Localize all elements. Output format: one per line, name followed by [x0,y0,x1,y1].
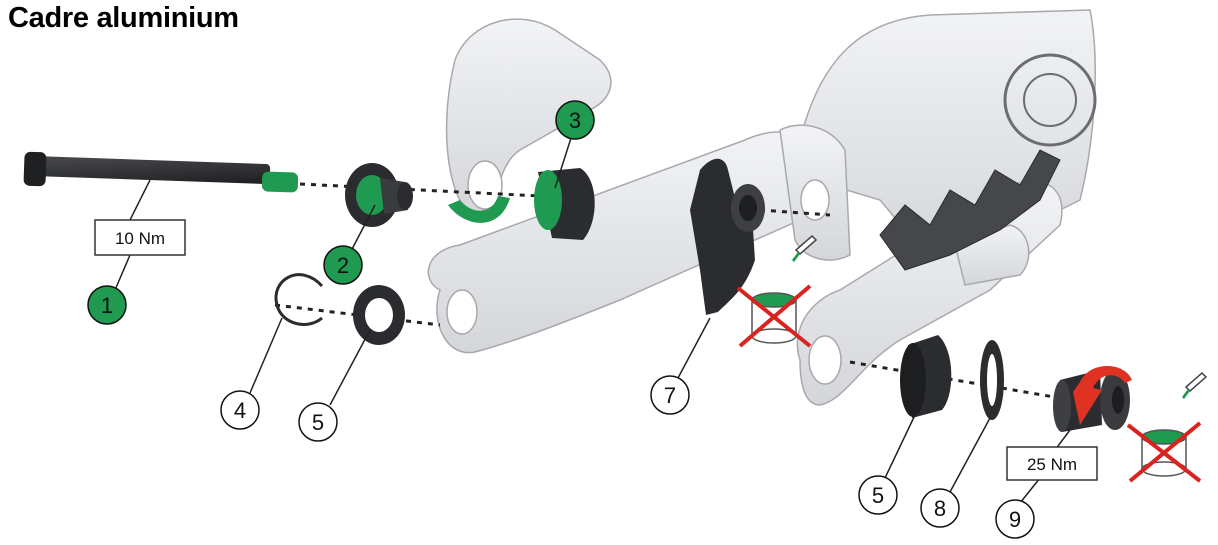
part-ring-left [353,285,405,345]
svg-text:3: 3 [569,108,581,133]
torque-label-10nm: 10 Nm [94,219,186,256]
grease-mark-eyelet [448,196,510,223]
callout-1: 1 [87,285,127,325]
callout-5-right: 5 [858,475,898,515]
torque-arrow-icon [1073,366,1132,425]
svg-text:5: 5 [312,410,324,435]
callout-5: 5 [298,402,338,442]
part-axle-bolt [23,151,299,193]
frame-eyelet-arm [446,289,478,335]
frame-eyelet-link [800,179,830,221]
part-circlip [274,273,324,326]
axis-line-top [299,182,541,198]
page-title: Cadre aluminium [8,2,239,34]
chainstay-protector [879,149,1061,271]
callout-2: 2 [323,245,363,285]
callout-8: 8 [920,488,960,528]
svg-text:1: 1 [101,293,113,318]
part-derailleur-hanger [690,158,765,315]
svg-text:9: 9 [1009,507,1021,532]
svg-text:2: 2 [337,253,349,278]
torque-value-text: 25 Nm [1027,455,1077,474]
callout-9: 9 [995,499,1035,539]
part-top-hat-spacer [534,168,595,240]
callout-7: 7 [650,375,690,415]
part-ring-right [900,335,952,418]
svg-text:8: 8 [934,496,946,521]
callout-4: 4 [220,390,260,430]
chainring [1003,53,1097,147]
leader-lines [114,134,1071,504]
part-bushing [345,163,413,227]
axis-line-lower [849,360,1061,400]
svg-text:5: 5 [872,483,884,508]
svg-text:4: 4 [234,398,246,423]
frame-eyelet-rear [808,335,842,385]
torque-value-text: 10 Nm [115,229,165,248]
callout-3: 3 [555,100,595,140]
no-grease-icon [1126,371,1208,483]
torque-label-25nm: 25 Nm [1006,446,1098,481]
alignment-lines [274,182,1061,400]
frame-eyelet-upper [467,160,503,210]
axis-line-hanger [759,208,831,217]
part-washer [980,340,1004,420]
svg-text:7: 7 [664,383,676,408]
no-grease-icon [736,234,818,348]
